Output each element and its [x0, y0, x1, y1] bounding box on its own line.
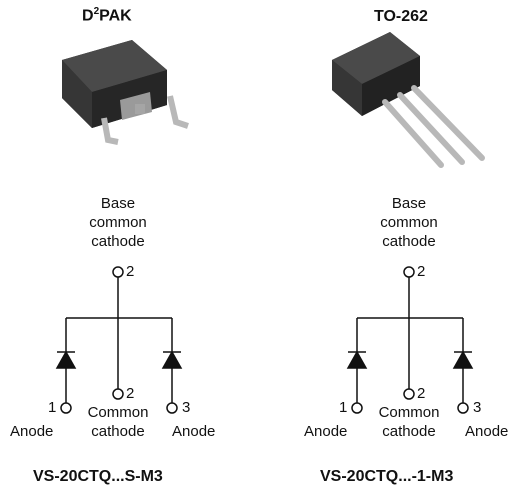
left-base-label: Base common cathode	[78, 194, 158, 251]
left-center-line-1: Common	[87, 404, 149, 421]
right-base-label: Base common cathode	[369, 194, 449, 251]
left-part-number: VS-20CTQ...S-M3	[33, 468, 163, 485]
right-part-number: VS-20CTQ...-1-M3	[320, 468, 454, 485]
left-diode-2	[161, 350, 183, 369]
left-anode-label-1: Anode	[10, 423, 54, 440]
right-base-terminal	[403, 266, 415, 278]
left-anode-label-3: Anode	[172, 423, 216, 440]
right-pin-3-number: 3	[473, 399, 482, 416]
right-package-title: TO-262	[374, 8, 428, 25]
left-pin-3-number: 3	[182, 399, 191, 416]
right-center-line-1: Common	[378, 404, 440, 421]
left-pin-base-number: 2	[126, 263, 135, 280]
right-pin-1-number: 1	[339, 399, 348, 416]
left-base-line-3: cathode	[91, 233, 145, 250]
left-pin-center-number: 2	[126, 385, 135, 402]
right-center-line-2: cathode	[382, 423, 436, 440]
right-center-label: Common cathode	[369, 403, 449, 441]
right-anode-label-3: Anode	[465, 423, 509, 440]
d2pak-package-image	[62, 40, 189, 145]
left-title-sup: 2	[93, 6, 100, 17]
left-center-line-2: cathode	[91, 423, 145, 440]
left-pin-1-number: 1	[48, 399, 57, 416]
left-diode-1	[55, 350, 77, 369]
left-package-title: D2PAK	[82, 6, 132, 25]
left-base-line-1: Base	[100, 195, 136, 212]
right-base-line-1: Base	[391, 195, 427, 212]
right-base-line-3: cathode	[382, 233, 436, 250]
left-title-main: D	[82, 7, 94, 25]
right-pin-base-number: 2	[417, 263, 426, 280]
left-center-label: Common cathode	[78, 403, 158, 441]
right-diode-2	[452, 350, 474, 369]
left-anode1-terminal	[60, 402, 72, 414]
left-base-terminal	[112, 266, 124, 278]
right-anode3-terminal	[457, 402, 469, 414]
left-anode3-terminal	[166, 402, 178, 414]
right-anode-label-1: Anode	[304, 423, 348, 440]
left-center-terminal	[112, 388, 124, 400]
left-schematic	[55, 266, 183, 414]
right-base-line-2: common	[380, 214, 438, 231]
right-pin-center-number: 2	[417, 385, 426, 402]
to262-package-image	[332, 32, 485, 168]
right-schematic	[346, 266, 474, 414]
left-base-line-2: common	[89, 214, 147, 231]
right-anode1-terminal	[351, 402, 363, 414]
right-diode-1	[346, 350, 368, 369]
left-title-rest: PAK	[99, 7, 132, 25]
right-center-terminal	[403, 388, 415, 400]
